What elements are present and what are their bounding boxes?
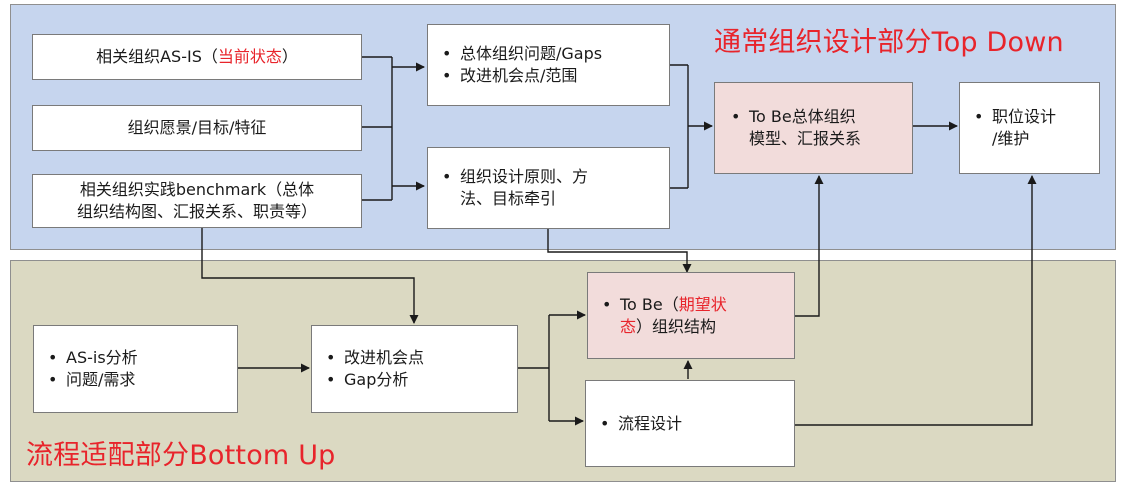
position-design-item: 职位设计 /维护 — [970, 106, 1099, 150]
vision-box: 组织愿景/目标/特征 — [32, 105, 362, 151]
bottom-up-title: 流程适配部分Bottom Up — [26, 440, 336, 471]
arrow-tobe-struct-to-model — [795, 175, 824, 317]
tobe-model-line-1: To Be总体组织 — [749, 107, 856, 126]
tobe-model-item: To Be总体组织 模型、汇报关系 — [727, 106, 912, 150]
gaps-box: 总体组织问题/Gaps 改进机会点/范围 — [427, 24, 670, 106]
tobe-model-line-2: 模型、汇报关系 — [749, 129, 862, 148]
arrow-benchmark-to-improve — [201, 228, 419, 324]
position-line-2: /维护 — [992, 129, 1030, 148]
opportunity-scope-item: 改进机会点/范围 — [438, 65, 669, 87]
gaps-item: 总体组织问题/Gaps — [438, 43, 669, 65]
as-is-box: 相关组织AS-IS（当前状态） — [32, 34, 362, 80]
tobe-structure-item: To Be（期望状 态）组织结构 — [598, 294, 794, 338]
problem-demand-item: 问题/需求 — [44, 369, 237, 391]
benchmark-line-1: 相关组织实践benchmark（总体 — [79, 180, 315, 199]
vision-label: 组织愿景/目标/特征 — [127, 118, 267, 137]
asis-analysis-box: AS-is分析 问题/需求 — [33, 325, 238, 413]
arrow-process-to-position — [795, 175, 1037, 426]
principles-item: 组织设计原则、方 法、目标牵引 — [438, 166, 669, 210]
process-design-item: 流程设计 — [596, 413, 794, 435]
principles-line-2: 法、目标牵引 — [460, 189, 557, 208]
benchmark-line-2: 组织结构图、汇报关系、职责等） — [76, 202, 317, 221]
gap-analysis-item: Gap分析 — [322, 369, 517, 391]
principles-line-1: 组织设计原则、方 — [460, 167, 589, 186]
benchmark-box: 相关组织实践benchmark（总体 组织结构图、汇报关系、职责等） — [32, 174, 362, 228]
principles-box: 组织设计原则、方 法、目标牵引 — [427, 147, 670, 229]
improvement-box: 改进机会点 Gap分析 — [311, 325, 518, 413]
improvement-item: 改进机会点 — [322, 347, 517, 369]
as-is-label: 相关组织AS-IS（当前状态） — [96, 47, 298, 66]
position-line-1: 职位设计 — [992, 107, 1057, 126]
tobe-structure-box: To Be（期望状 态）组织结构 — [587, 272, 795, 359]
process-design-box: 流程设计 — [585, 380, 795, 467]
arrow-principles-to-tobe-struct — [547, 228, 692, 273]
top-down-title: 通常组织设计部分Top Down — [714, 27, 1064, 58]
position-design-box: 职位设计 /维护 — [959, 82, 1100, 174]
asis-analysis-item: AS-is分析 — [44, 347, 237, 369]
tobe-model-box: To Be总体组织 模型、汇报关系 — [714, 82, 913, 174]
